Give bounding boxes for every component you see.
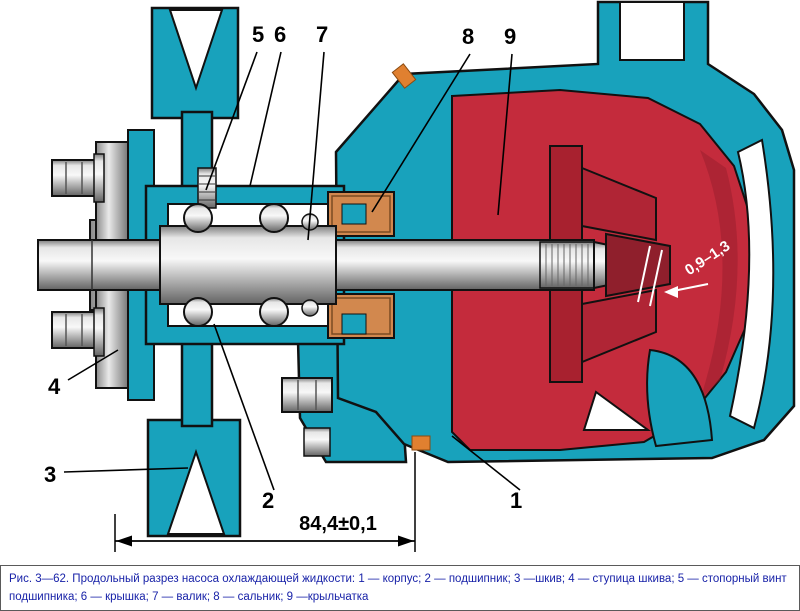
figure-caption: Рис. 3—62. Продольный разрез насоса охла…	[0, 565, 800, 611]
callout-2: 2	[262, 488, 274, 513]
callout-7: 7	[316, 22, 328, 47]
callout-3: 3	[44, 462, 56, 487]
callout-numbers: 5 6 7 8 9 4 3 2 1	[44, 22, 522, 513]
callout-4: 4	[48, 374, 61, 399]
callout-9: 9	[504, 24, 516, 49]
callout-6: 6	[274, 22, 286, 47]
overall-dimension-value: 84,4±0,1	[299, 513, 377, 535]
outlet-channel	[728, 138, 775, 430]
hub-bolt-top	[51, 153, 105, 203]
callout-5: 5	[252, 22, 264, 47]
shaft-seal	[327, 191, 395, 339]
overall-dimension: 84,4±0,1	[114, 452, 416, 552]
hub-bolt-bottom	[51, 307, 105, 357]
callout-1: 1	[510, 488, 522, 513]
callout-leaders	[63, 51, 521, 491]
pulley	[146, 6, 242, 538]
callout-8: 8	[462, 24, 474, 49]
inlet-pipe-bore	[619, 1, 685, 61]
pump-cross-section-diagram: 0,9–1,3 5	[37, 0, 796, 552]
figure-caption-text: Рис. 3—62. Продольный разрез насоса охла…	[9, 573, 787, 603]
impeller-hub	[605, 232, 671, 298]
gasket-marks	[391, 63, 431, 451]
